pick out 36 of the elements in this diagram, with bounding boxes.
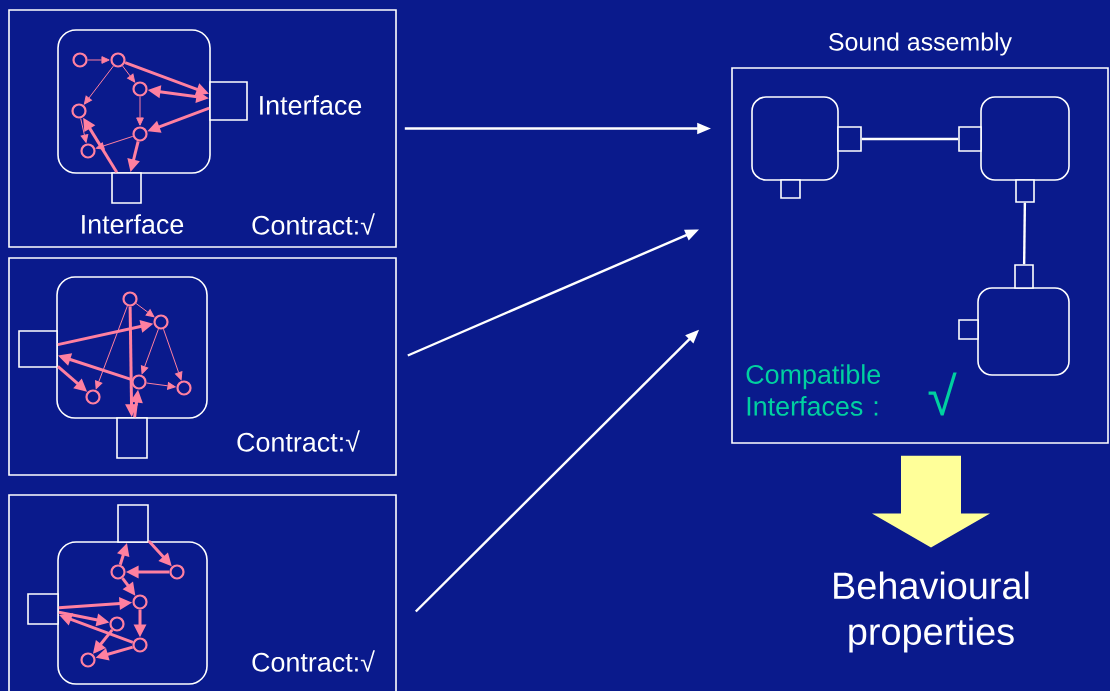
interface-port bbox=[18, 330, 58, 368]
transition-arrow bbox=[122, 65, 136, 83]
interface-port bbox=[958, 319, 979, 340]
interface-port bbox=[837, 126, 862, 152]
interface-port: Interface bbox=[82, 172, 184, 234]
component-box bbox=[980, 96, 1070, 181]
transition-arrow bbox=[95, 305, 128, 390]
interface-port bbox=[116, 417, 148, 459]
transition-arrow bbox=[83, 65, 114, 105]
node-label: Interface bbox=[82, 214, 184, 234]
interface-port bbox=[27, 593, 59, 625]
assembly-box: Sound assembly Compatible Interfaces : √ bbox=[731, 32, 1109, 444]
component-panel: Contract:√ bbox=[8, 257, 397, 476]
connector-line bbox=[861, 137, 959, 141]
component-panel: Contract:√ bbox=[8, 494, 397, 691]
transition-arrow bbox=[163, 328, 183, 381]
node-label: Interface bbox=[260, 95, 362, 115]
node-label: Sound assembly bbox=[829, 32, 1012, 56]
component-box bbox=[977, 287, 1070, 376]
interface-port bbox=[1015, 179, 1035, 203]
connector-line bbox=[1022, 202, 1027, 265]
interface-port bbox=[117, 504, 149, 543]
transition-arrow bbox=[140, 328, 159, 375]
result-text: Behavioural properties bbox=[834, 571, 1029, 653]
interface-port bbox=[958, 126, 982, 152]
interface-port bbox=[780, 179, 801, 199]
transition-arrow bbox=[80, 117, 89, 143]
interface-port bbox=[1014, 264, 1034, 289]
transition-arrow bbox=[87, 56, 110, 64]
transition-arrow bbox=[135, 303, 155, 318]
block-arrow bbox=[872, 455, 990, 548]
component-box bbox=[751, 96, 839, 181]
interface-port: Interface bbox=[209, 81, 362, 121]
transition-arrow bbox=[95, 135, 134, 150]
transition-arrow bbox=[136, 96, 144, 126]
transition-arrow bbox=[146, 382, 176, 390]
